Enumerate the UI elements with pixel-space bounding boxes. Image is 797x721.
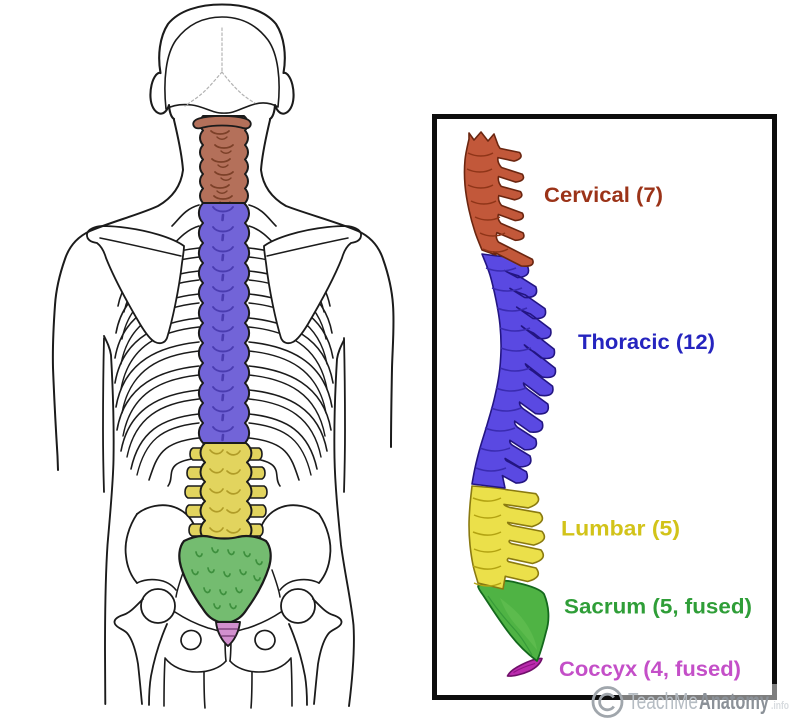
- svg-text:Sacrum (5, fused): Sacrum (5, fused): [564, 596, 752, 619]
- svg-text:Cervical (7): Cervical (7): [544, 184, 663, 207]
- svg-text:TeachMe: TeachMe: [628, 688, 698, 714]
- svg-text:Thoracic (12): Thoracic (12): [578, 331, 715, 354]
- svg-text:Lumbar (5): Lumbar (5): [561, 518, 680, 541]
- svg-text:.info: .info: [771, 700, 789, 712]
- svg-text:Anatomy: Anatomy: [699, 688, 769, 714]
- svg-text:Coccyx (4, fused): Coccyx (4, fused): [559, 658, 741, 681]
